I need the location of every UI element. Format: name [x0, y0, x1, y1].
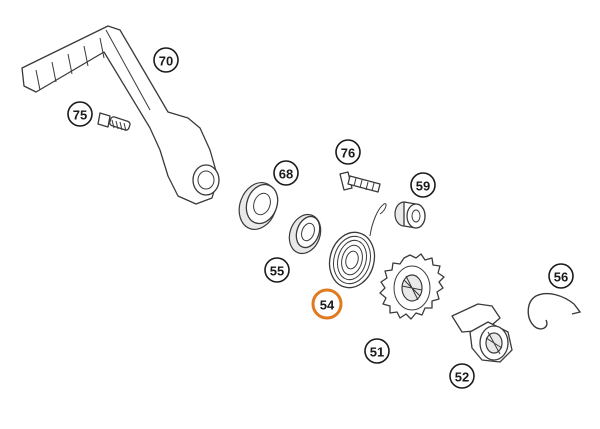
callout-label-68: 68: [279, 167, 293, 182]
callout-59[interactable]: 59: [410, 172, 436, 198]
ratchet-part[interactable]: [451, 303, 513, 363]
callout-label-75: 75: [73, 108, 87, 123]
clip-part[interactable]: [527, 292, 582, 330]
bushing-part[interactable]: [284, 210, 326, 258]
callout-54[interactable]: 54: [311, 288, 343, 320]
lever-bolt-part[interactable]: [97, 112, 131, 132]
spring-bolt-part[interactable]: [339, 171, 381, 193]
callout-75[interactable]: 75: [67, 101, 93, 127]
callout-76[interactable]: 76: [335, 139, 361, 165]
callout-52[interactable]: 52: [449, 363, 475, 389]
callout-54-highlight-ring: [311, 288, 343, 320]
callout-68[interactable]: 68: [273, 160, 299, 186]
spacer-part[interactable]: [394, 201, 426, 229]
callout-label-70: 70: [159, 54, 173, 69]
callout-label-52: 52: [455, 370, 469, 385]
kick-gear-part[interactable]: [379, 253, 445, 320]
callout-label-59: 59: [416, 179, 430, 194]
callout-label-76: 76: [341, 146, 355, 161]
callout-70[interactable]: 70: [153, 47, 179, 73]
callout-56[interactable]: 56: [548, 263, 574, 289]
callout-label-55: 55: [270, 264, 284, 279]
callout-label-56: 56: [554, 270, 568, 285]
callout-51[interactable]: 51: [364, 338, 390, 364]
callout-label-54: 54: [320, 298, 335, 313]
kick-lever-part[interactable]: [21, 25, 220, 205]
callout-55[interactable]: 55: [264, 257, 290, 283]
seal-ring-part[interactable]: [233, 177, 283, 234]
callout-label-51: 51: [370, 345, 384, 360]
kick-spring-part[interactable]: [324, 203, 387, 293]
